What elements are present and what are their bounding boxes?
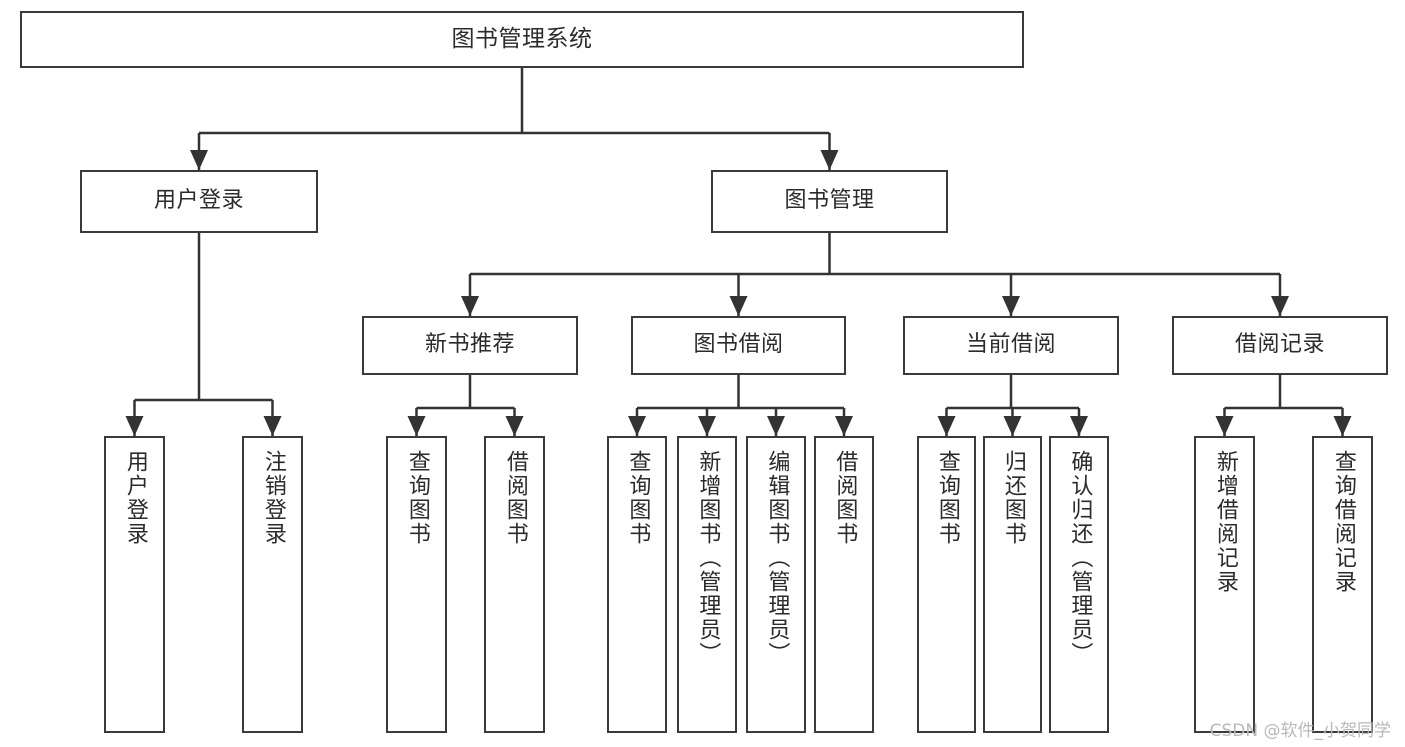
arrowhead-icon <box>461 296 479 316</box>
arrowhead-icon <box>505 416 524 436</box>
node-book-manage[interactable]: 图书管理 <box>711 170 948 233</box>
node-leaf-bb-add[interactable]: 新增图书（管理员） <box>677 436 737 733</box>
node-leaf-cb-query[interactable]: 查询图书 <box>917 436 976 733</box>
arrowhead-icon <box>698 416 716 436</box>
arrowhead-icon <box>1271 296 1289 316</box>
node-label: 借阅记录 <box>1234 332 1325 358</box>
node-label: 归还图书 <box>1000 450 1026 546</box>
arrowhead-icon <box>263 416 282 436</box>
arrowhead-icon <box>1215 416 1234 436</box>
node-leaf-cb-confirm[interactable]: 确认归还（管理员） <box>1049 436 1109 733</box>
arrowhead-icon <box>820 150 839 170</box>
node-label: 新书推荐 <box>424 332 515 358</box>
arrowhead-icon <box>407 416 426 436</box>
node-label: 用户登录 <box>153 188 244 214</box>
node-book-borrow[interactable]: 图书借阅 <box>631 316 846 375</box>
node-user-login[interactable]: 用户登录 <box>80 170 318 233</box>
node-label: 确认归还（管理员） <box>1067 450 1093 666</box>
node-leaf-cb-return[interactable]: 归还图书 <box>983 436 1042 733</box>
node-label: 图书管理系统 <box>451 25 593 52</box>
arrowhead-icon <box>1003 416 1022 436</box>
node-leaf-bb-borrow[interactable]: 借阅图书 <box>814 436 874 733</box>
arrowhead-icon <box>767 416 785 436</box>
node-leaf-bb-edit[interactable]: 编辑图书（管理员） <box>746 436 806 733</box>
node-label: 查询图书 <box>625 450 651 546</box>
arrowhead-icon <box>729 296 748 316</box>
arrowhead-icon <box>1070 416 1088 436</box>
node-root[interactable]: 图书管理系统 <box>20 11 1024 68</box>
arrowhead-icon <box>1333 416 1352 436</box>
node-label: 用户登录 <box>122 450 148 546</box>
node-leaf-bb-query[interactable]: 查询图书 <box>607 436 667 733</box>
node-leaf-br-add[interactable]: 新增借阅记录 <box>1194 436 1255 733</box>
arrowhead-icon <box>125 416 144 436</box>
node-label: 借阅图书 <box>502 450 528 546</box>
node-label: 查询图书 <box>934 450 960 546</box>
node-leaf-user-logout[interactable]: 注销登录 <box>242 436 303 733</box>
node-label: 新增图书（管理员） <box>695 450 721 666</box>
node-label: 编辑图书（管理员） <box>764 450 790 666</box>
node-label: 图书借阅 <box>693 332 784 358</box>
node-new-book-rec[interactable]: 新书推荐 <box>362 316 578 375</box>
node-current-borrow[interactable]: 当前借阅 <box>903 316 1119 375</box>
node-leaf-user-login[interactable]: 用户登录 <box>104 436 165 733</box>
node-leaf-br-query[interactable]: 查询借阅记录 <box>1312 436 1373 733</box>
arrowhead-icon <box>628 416 646 436</box>
arrowhead-icon <box>937 416 956 436</box>
node-label: 新增借阅记录 <box>1212 450 1238 594</box>
node-label: 查询借阅记录 <box>1330 450 1356 594</box>
arrowhead-icon <box>835 416 853 436</box>
node-borrow-record[interactable]: 借阅记录 <box>1172 316 1388 375</box>
node-leaf-rec-borrow[interactable]: 借阅图书 <box>484 436 545 733</box>
node-leaf-rec-query[interactable]: 查询图书 <box>386 436 447 733</box>
node-label: 借阅图书 <box>832 450 858 546</box>
node-label: 查询图书 <box>404 450 430 546</box>
node-label: 注销登录 <box>260 450 286 546</box>
arrowhead-icon <box>190 150 208 170</box>
arrowhead-icon <box>1002 296 1020 316</box>
node-label: 当前借阅 <box>965 332 1056 358</box>
node-label: 图书管理 <box>784 188 875 214</box>
